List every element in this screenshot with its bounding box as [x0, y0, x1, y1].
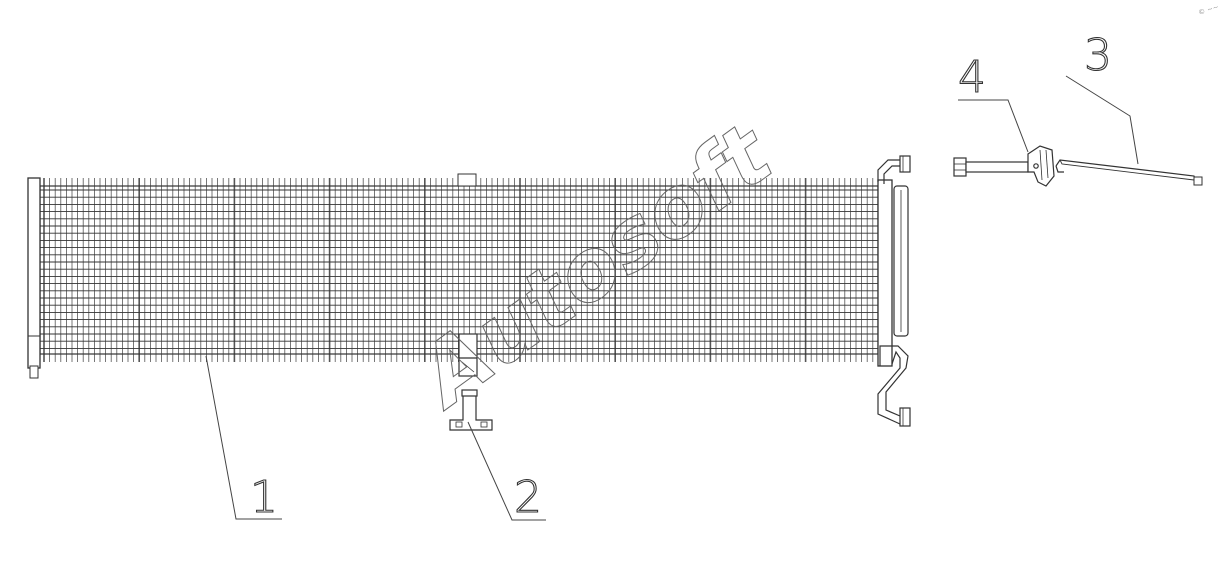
leader-line-1	[205, 355, 282, 520]
receiver-drier	[893, 185, 909, 337]
lower-outlet-pipe	[877, 345, 911, 427]
left-header-tank	[27, 177, 41, 369]
top-filler-stub	[457, 173, 477, 187]
mounting-bracket	[449, 333, 493, 431]
watermark-logo: Autosoft	[397, 104, 791, 428]
left-mount-pin	[29, 365, 39, 379]
retaining-strap	[1055, 159, 1203, 186]
callout-1: 1	[250, 472, 278, 523]
condenser-core	[27, 173, 893, 379]
bolt-clamp	[953, 145, 1055, 187]
callout-labels: 1 2 3 4	[249, 29, 1112, 523]
leader-line-2	[467, 421, 546, 521]
condenser-tubes	[40, 189, 878, 349]
leader-line-3	[1065, 75, 1139, 165]
upper-inlet-pipe	[877, 155, 911, 184]
callout-3: 3	[1084, 30, 1112, 81]
corner-mark: © ~~	[1197, 3, 1220, 17]
condenser-fins	[43, 178, 874, 362]
leader-line-4	[958, 99, 1029, 153]
leader-lines	[205, 75, 1139, 521]
right-header-tank	[877, 179, 893, 367]
callout-4: 4	[958, 52, 986, 103]
callout-2: 2	[514, 472, 542, 523]
